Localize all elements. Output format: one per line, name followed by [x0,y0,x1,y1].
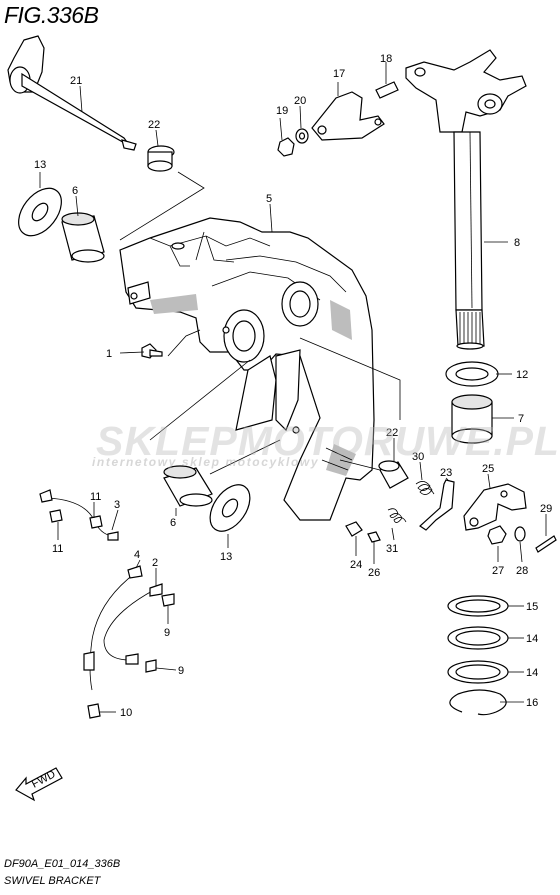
watermark-brand: SKLEPMOTORUWE.PL [96,418,560,464]
callout-19: 19 [276,105,288,117]
callout-7: 7 [518,413,524,425]
part-13-washer-top [18,187,62,237]
callout-13-lower: 13 [220,551,232,563]
callout-9-lower: 9 [178,665,184,677]
callout-18: 18 [380,53,392,65]
part-16-circlip [449,689,507,716]
callout-27: 27 [492,565,504,577]
callout-28: 28 [516,565,528,577]
part-13-washer-lower [209,484,251,532]
callout-14-b: 14 [526,667,538,679]
part-14-ring-a [447,626,509,650]
part-1-bolt [141,343,163,359]
part-11-bolts [49,509,103,529]
callout-22-top: 22 [148,119,160,131]
part-12-washer [445,361,499,387]
part-3-ground-cable [39,489,119,541]
callout-11-left: 11 [52,543,63,555]
callout-15: 15 [526,601,538,613]
part-21-bolt [7,35,137,151]
part-26-bolt [367,531,381,543]
part-23-rod [419,479,455,531]
part-22-bushing-lower [378,460,409,489]
fwd-direction-badge: FWD [15,767,63,802]
part-30-spring [415,481,435,495]
callout-4: 4 [134,549,140,561]
callout-20: 20 [294,95,306,107]
part-29-pin [535,535,557,553]
callout-8: 8 [514,237,520,249]
callout-numbers: 21 22 13 6 5 1 17 18 19 20 8 12 7 22 30 … [34,53,552,719]
figure-name: SWIVEL BRACKET [4,875,101,887]
callout-6-lower: 6 [170,517,176,529]
assembly-guide-lines [119,171,401,475]
callout-11-right: 11 [90,491,101,503]
part-20-washer [295,128,309,144]
part-10-bolt [87,703,101,719]
callout-10: 10 [120,707,132,719]
part-6-sleeve-lower [163,465,213,507]
callout-12: 12 [516,369,528,381]
leader-lines [39,62,547,713]
callout-23: 23 [440,467,452,479]
part-27-nut [487,525,507,545]
part-2-cable [103,583,163,665]
callout-14-a: 14 [526,633,538,645]
callout-17: 17 [333,68,345,80]
callout-30: 30 [412,451,424,463]
part-9-bolts [145,593,175,673]
callout-22-lower: 22 [386,427,398,439]
callout-31: 31 [386,543,398,555]
callout-13-top: 13 [34,159,46,171]
part-8-steering-shaft [405,49,527,350]
callout-26: 26 [368,567,380,579]
callout-25: 25 [482,463,494,475]
part-18-stud [375,81,399,99]
part-31-spring [387,508,407,523]
part-17-plate [311,91,385,141]
callout-21: 21 [70,75,82,87]
callout-3: 3 [114,499,120,511]
part-25-lever [463,483,527,531]
part-4-cable [83,565,143,691]
part-7-bushing [451,394,493,444]
part-14-ring-b [447,660,509,684]
figure-code: DF90A_E01_014_336B [4,858,121,870]
part-6-sleeve-top [61,212,105,263]
watermark-tagline: internetowy sklep motocyklowy [92,455,320,469]
callout-9-upper: 9 [164,627,170,639]
figure-title: FIG.336B [4,2,99,28]
part-24-clip [345,521,363,537]
callout-24: 24 [350,559,362,571]
callout-29: 29 [540,503,552,515]
part-28-washer [514,526,526,542]
part-15-ring [447,595,509,617]
callout-16: 16 [526,697,538,709]
callout-6-top: 6 [72,185,78,197]
callout-2: 2 [152,557,158,569]
part-22-bushing-top [147,145,175,172]
part-5-swivel-bracket [119,217,375,521]
callout-1: 1 [106,348,112,360]
callout-5: 5 [266,193,272,205]
part-19-nut [277,137,295,157]
